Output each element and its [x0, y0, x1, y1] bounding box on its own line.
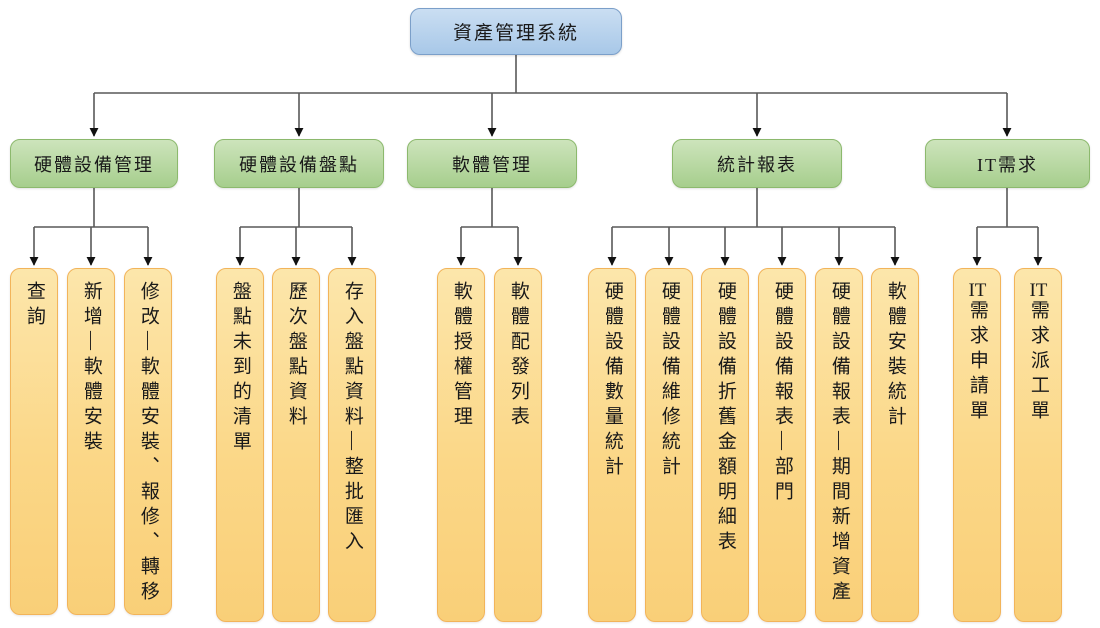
node-label: 資產管理系統 — [452, 23, 579, 44]
node-branch4-child2: 硬體設備維修統計 — [645, 268, 693, 622]
node-label: 硬體設備盤點 — [239, 154, 359, 175]
node-label: 硬體設備數量統計 — [601, 281, 623, 481]
connector-group1-bus — [34, 188, 148, 228]
node-branch4-child5: 硬體設備報表—期間新增資產 — [815, 268, 863, 622]
node-label: 軟體配發列表 — [507, 281, 529, 431]
node-branch1-child2: 新增—軟體安裝 — [67, 268, 115, 615]
node-label: 軟體管理 — [452, 154, 532, 175]
node-hardware-inventory: 硬體設備盤點 — [214, 139, 384, 188]
node-label: 歷次盤點資料 — [285, 281, 307, 431]
connector-group3-bus — [461, 188, 518, 228]
node-branch5-child2: IT需求派工單 — [1014, 268, 1062, 622]
connector-group2-bus — [240, 188, 352, 228]
node-label: 硬體設備報表—部門 — [771, 281, 793, 506]
node-branch2-child2: 歷次盤點資料 — [272, 268, 320, 622]
node-branch2-child1: 盤點未到的清單 — [216, 268, 264, 622]
node-label: 統計報表 — [717, 154, 797, 175]
connector-group4-bus — [612, 188, 895, 228]
node-label: IT需求派工單 — [1027, 281, 1049, 425]
node-branch4-child6: 軟體安裝統計 — [871, 268, 919, 622]
node-it-requests: IT需求 — [925, 139, 1090, 188]
node-label: 新增—軟體安裝 — [80, 281, 102, 456]
connector-root-bus — [94, 55, 1007, 94]
node-branch5-child1: IT需求申請單 — [953, 268, 1001, 622]
node-label: 查詢 — [23, 281, 45, 331]
node-label: 軟體授權管理 — [450, 281, 472, 431]
node-branch4-child1: 硬體設備數量統計 — [588, 268, 636, 622]
node-hardware-equipment-management: 硬體設備管理 — [10, 139, 178, 188]
node-label: IT需求申請單 — [966, 281, 988, 425]
node-branch1-child1: 查詢 — [10, 268, 58, 615]
node-statistics-reports: 統計報表 — [672, 139, 842, 188]
node-branch3-child2: 軟體配發列表 — [494, 268, 542, 622]
node-asset-management-system: 資產管理系統 — [410, 8, 622, 55]
node-label: 盤點未到的清單 — [229, 281, 251, 456]
node-label: 硬體設備管理 — [34, 154, 154, 175]
node-label: 硬體設備報表—期間新增資產 — [828, 281, 850, 606]
node-branch4-child3: 硬體設備折舊金額明細表 — [701, 268, 749, 622]
connector-group5-bus — [977, 188, 1038, 228]
node-label: 硬體設備維修統計 — [658, 281, 680, 481]
node-branch3-child1: 軟體授權管理 — [437, 268, 485, 622]
node-branch1-child3: 修改—軟體安裝、報修、轉移 — [124, 268, 172, 615]
node-label: 軟體安裝統計 — [884, 281, 906, 431]
node-software-management: 軟體管理 — [407, 139, 577, 188]
node-label: 硬體設備折舊金額明細表 — [714, 281, 736, 556]
node-label: IT需求 — [977, 154, 1038, 175]
node-branch4-child4: 硬體設備報表—部門 — [758, 268, 806, 622]
node-label: 存入盤點資料—整批匯入 — [341, 281, 363, 556]
node-label: 修改—軟體安裝、報修、轉移 — [137, 281, 159, 606]
node-branch2-child3: 存入盤點資料—整批匯入 — [328, 268, 376, 622]
